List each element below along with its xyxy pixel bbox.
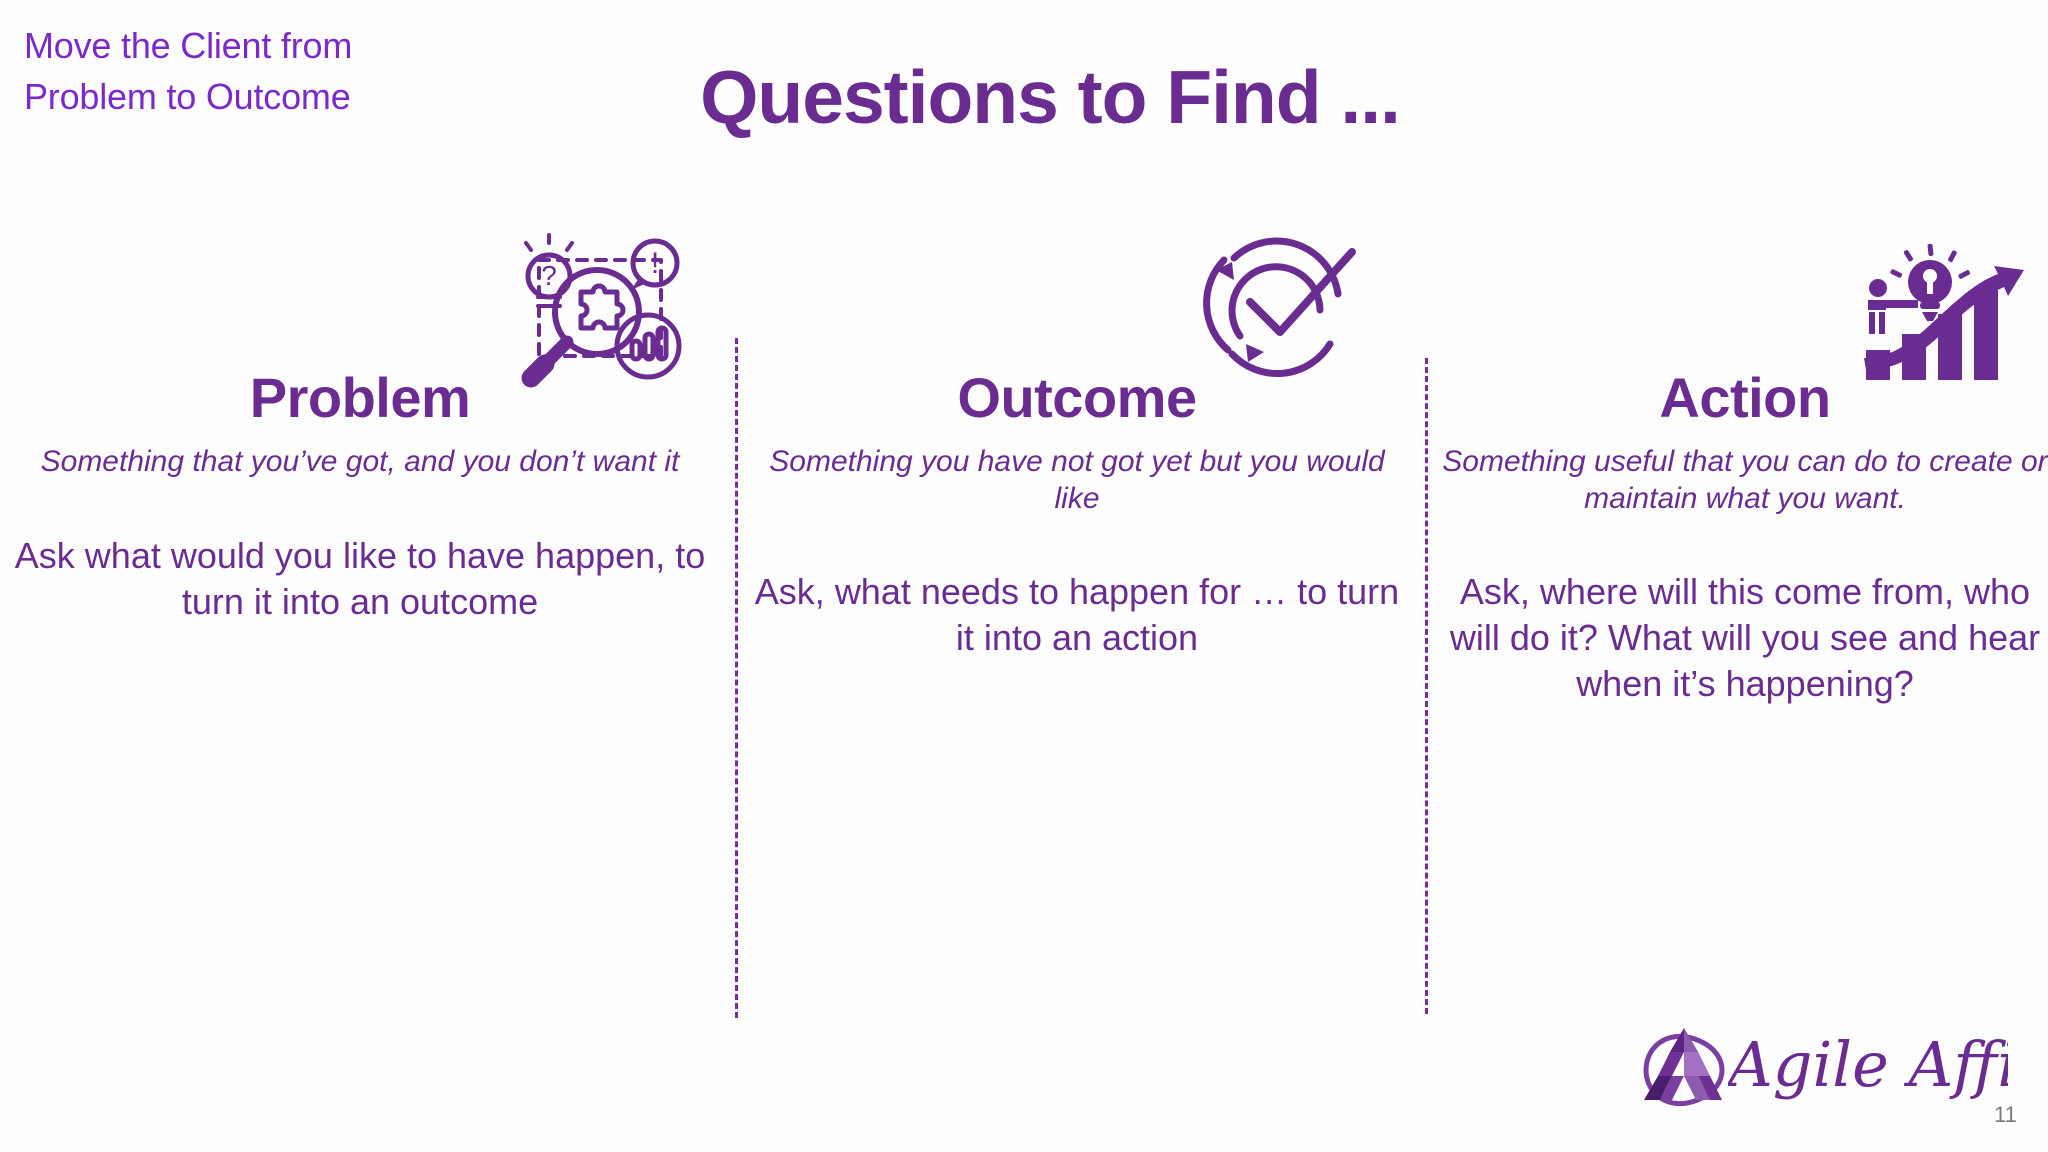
logo-wordmark-text: Agile Affinity — [1728, 1028, 2008, 1101]
column-subtitle-action: Something useful that you can do to crea… — [1442, 445, 2048, 515]
column-heading-outcome: Outcome — [957, 366, 1197, 429]
column-divider-1 — [735, 338, 738, 1018]
column-problem: Problem Something that you’ve got, and y… — [10, 370, 710, 625]
page-title: Questions to Find ... — [700, 55, 1401, 139]
column-heading-action: Action — [1659, 366, 1831, 429]
column-heading-problem: Problem — [249, 366, 471, 429]
slide-kicker: Move the Client from Problem to Outcome — [24, 25, 353, 118]
page-number: 11 — [1994, 1102, 2017, 1127]
column-body-problem: Ask what would you like to have happen, … — [14, 534, 706, 622]
column-subtitle-problem: Something that you’ve got, and you don’t… — [40, 445, 680, 478]
brand-logo: Agile Affinity — [1632, 1022, 2008, 1122]
column-action: Action Something useful that you can do … — [1442, 370, 2048, 707]
magnifier-puzzle-icon: ? ! — [505, 228, 695, 388]
column-outcome: Outcome Something you have not got yet b… — [752, 370, 1402, 661]
column-body-action: Ask, where will this come from, who will… — [1449, 571, 2041, 705]
svg-text:?: ? — [541, 260, 557, 291]
growth-chart-idea-icon — [1858, 238, 2030, 382]
column-body-outcome: Ask, what needs to happen for … to turn … — [754, 571, 1400, 659]
cycle-checkmark-icon — [1192, 232, 1370, 384]
column-subtitle-outcome: Something you have not got yet but you w… — [769, 445, 1385, 515]
logo-wordmark: Agile Affinity — [1728, 1028, 2008, 1101]
svg-text:!: ! — [651, 247, 659, 280]
logo-mark-icon — [1643, 1028, 1725, 1107]
column-divider-2 — [1425, 358, 1428, 1014]
